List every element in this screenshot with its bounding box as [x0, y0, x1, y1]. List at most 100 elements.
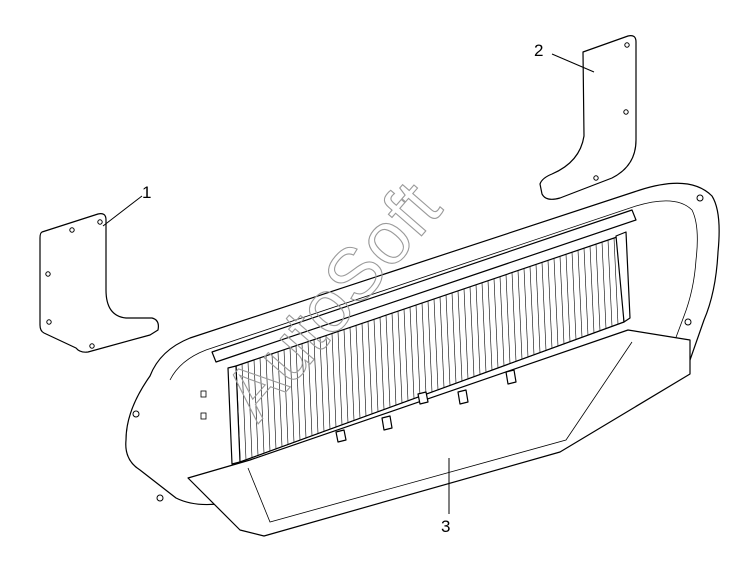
- filter-pleat-line: [505, 274, 511, 364]
- filter-pleat-line: [331, 333, 337, 428]
- filter-pleat-line: [337, 331, 343, 425]
- filter-pleat-line: [595, 244, 601, 331]
- filter-pleat-line: [607, 240, 613, 327]
- housing-hole: [696, 194, 704, 202]
- part-2-right-bracket: [539, 35, 637, 200]
- filter-right-frame: [615, 231, 631, 323]
- filter-left-frame: [227, 365, 241, 465]
- filter-pleat-line: [547, 260, 553, 349]
- filter-pleat-line: [301, 343, 307, 438]
- housing-hole: [684, 318, 692, 326]
- housing-inner-edge: [169, 200, 698, 381]
- housing-tab: [200, 390, 207, 398]
- filter-pleat-line: [289, 347, 295, 443]
- filter-pleat-line: [391, 313, 397, 406]
- filter-pleat-line: [283, 349, 289, 445]
- filter-pleat-line: [499, 276, 505, 366]
- callout-3: 3: [441, 517, 450, 536]
- filter-pleat-line: [487, 280, 493, 371]
- filter-pleat-line: [553, 258, 559, 347]
- tray-front-lip: [247, 341, 633, 523]
- filter-pleat-line: [379, 317, 385, 410]
- filter-pleat-line: [427, 300, 433, 393]
- filter-pleat-line: [559, 256, 565, 344]
- filter-pleat-line: [241, 363, 247, 460]
- part-1-hole: [89, 343, 95, 349]
- filter-pleat-line: [463, 288, 469, 379]
- filter-pleat-line: [253, 359, 259, 456]
- filter-pleat-line: [325, 335, 331, 430]
- filter-pleat-line: [469, 286, 475, 377]
- filter-pleat-line: [613, 238, 619, 325]
- callout-1: 1: [142, 183, 151, 202]
- filter-pleat-line: [577, 250, 583, 338]
- filter-pleat-line: [277, 351, 283, 447]
- housing-tab: [200, 412, 207, 420]
- housing-hole: [156, 494, 164, 502]
- filter-clip: [457, 389, 469, 405]
- filter-pleat-line: [349, 327, 355, 421]
- filter-pleat-line: [319, 337, 325, 432]
- filter-pleat-line: [373, 319, 379, 412]
- filter-pleat-line: [415, 305, 421, 397]
- filter-pleat-line: [571, 252, 577, 340]
- part-1-outline: [39, 213, 159, 353]
- filter-clip: [381, 415, 393, 431]
- filter-pleat-line: [403, 309, 409, 401]
- filter-pleat-line: [355, 325, 361, 419]
- filter-clip: [335, 429, 347, 443]
- filter-pleat-line: [433, 298, 439, 390]
- part-2-hole: [623, 109, 629, 115]
- filter-pleat-line: [247, 361, 253, 458]
- leader-line-1: [102, 195, 143, 227]
- filter-pleat-line: [385, 315, 391, 408]
- part-2-hole: [593, 175, 599, 181]
- filter-pleat-line: [451, 292, 457, 384]
- filter-pleat-line: [445, 294, 451, 386]
- filter-pleat-line: [343, 329, 349, 423]
- housing-lower-tray: [187, 329, 691, 537]
- part-2-hole: [624, 42, 630, 48]
- filter-pleat-line: [535, 264, 541, 353]
- filter-pleat-line: [511, 272, 517, 362]
- filter-pleat-line: [565, 254, 571, 342]
- filter-pleat-line: [367, 321, 373, 414]
- part-1-hole: [46, 319, 52, 325]
- filter-pleat-line: [589, 246, 595, 333]
- filter-pleat-line: [259, 357, 265, 454]
- filter-pleat-line: [421, 303, 427, 395]
- filter-pleat-line: [493, 278, 499, 368]
- part-1-hole: [97, 219, 103, 225]
- filter-clip: [417, 391, 429, 405]
- part-1-left-bracket: [39, 213, 159, 353]
- filter-pleat-line: [475, 284, 481, 375]
- filter-pleat-line: [439, 296, 445, 388]
- filter-pleat-line: [313, 339, 319, 434]
- filter-bottom-edge: [239, 321, 625, 463]
- housing-hole: [132, 410, 140, 418]
- filter-pleat-line: [523, 268, 529, 358]
- filter-pleat-line: [481, 282, 487, 373]
- filter-clip: [505, 369, 517, 385]
- filter-pleat-line: [601, 242, 607, 329]
- filter-pleat-line: [517, 270, 523, 360]
- filter-pleat-line: [529, 266, 535, 355]
- part-1-hole: [45, 271, 51, 277]
- filter-top-frame: [211, 209, 637, 363]
- filter-pleat-line: [541, 262, 547, 351]
- filter-pleat-line: [409, 307, 415, 399]
- callout-2: 2: [534, 41, 543, 60]
- filter-pleats: [241, 238, 619, 460]
- filter-pleat-line: [295, 345, 301, 441]
- filter-pleat-line: [361, 323, 367, 417]
- filter-pleat-line: [397, 311, 403, 403]
- filter-pleat-line: [265, 355, 271, 452]
- part-3-filter-housing: [125, 182, 720, 537]
- filter-pleat-line: [307, 341, 313, 436]
- filter-pleat-line: [583, 248, 589, 336]
- part-1-hole: [69, 227, 75, 233]
- filter-pleat-line: [271, 353, 277, 449]
- part-2-outline: [539, 35, 637, 200]
- leader-line-2: [551, 53, 595, 73]
